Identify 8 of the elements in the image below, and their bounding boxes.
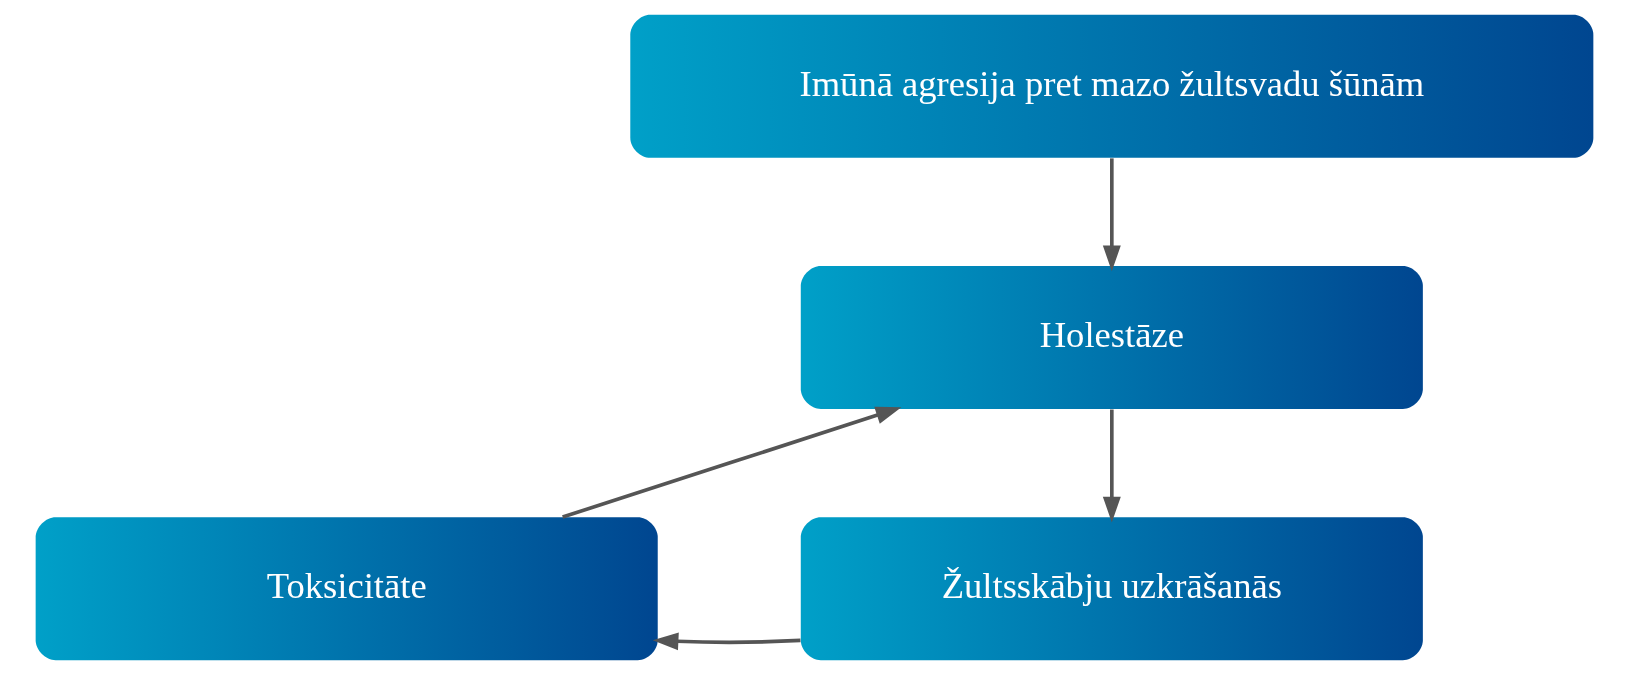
node-box: Žultsskābju uzkrāšanās (800, 517, 1423, 661)
arrow (652, 632, 801, 651)
node-box: Holestāze (800, 266, 1423, 409)
arrow (562, 406, 902, 519)
arrow (1102, 409, 1121, 523)
node-box: Toksicitāte (35, 517, 658, 661)
arrow (1102, 158, 1121, 272)
node-box: Imūnā agresija pret mazo žultsvadu šūnām (630, 14, 1594, 158)
